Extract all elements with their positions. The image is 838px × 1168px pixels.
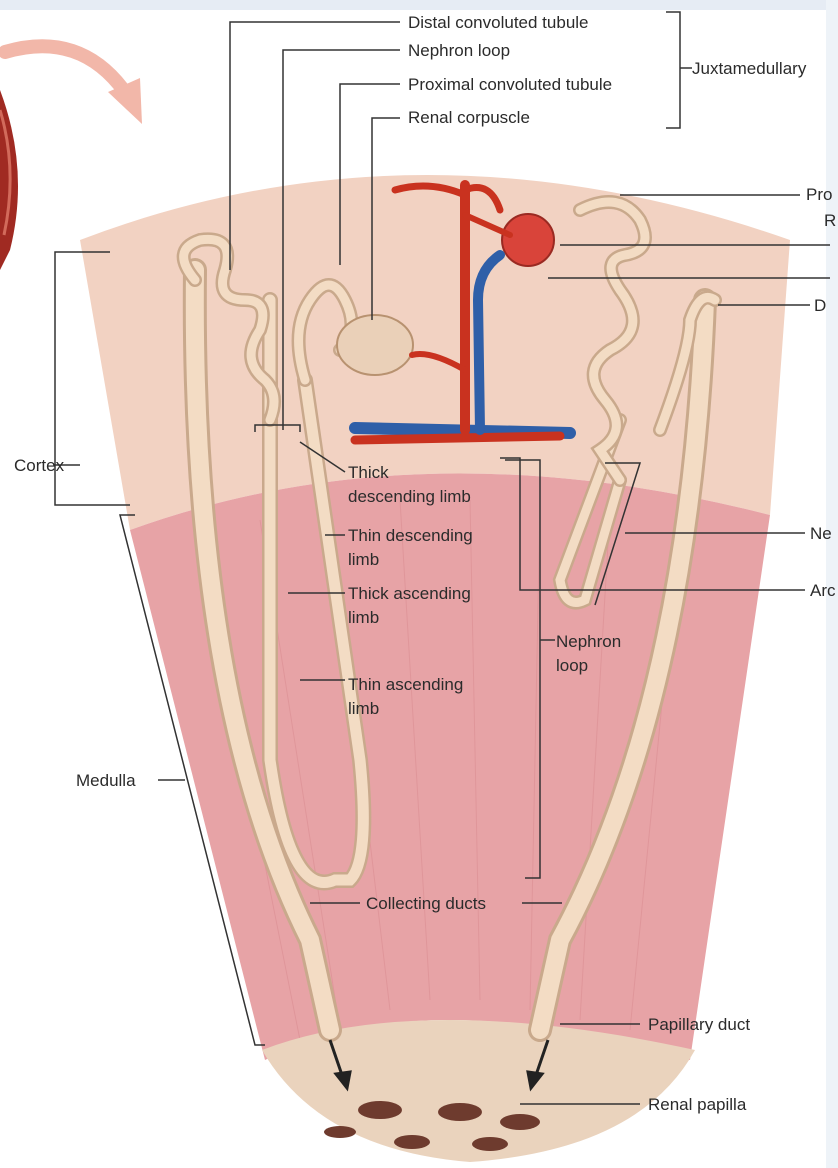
- label-thick-descending-limb-2: descending limb: [348, 487, 471, 506]
- label-distal-convoluted-tubule: Distal convoluted tubule: [408, 13, 589, 32]
- renal-corpuscle: [337, 315, 413, 375]
- label-thick-ascending-limb-1: Thick ascending: [348, 584, 471, 603]
- label-right-pro: Pro: [806, 185, 832, 204]
- label-renal-corpuscle: Renal corpuscle: [408, 108, 530, 127]
- label-right-d: D: [814, 296, 826, 315]
- label-thin-ascending-limb-1: Thin ascending: [348, 675, 463, 694]
- label-thick-ascending-limb-2: limb: [348, 608, 379, 627]
- label-nephron-loop-mid-1: Nephron: [556, 632, 621, 651]
- label-right-ne: Ne: [810, 524, 832, 543]
- label-papillary-duct: Papillary duct: [648, 1015, 750, 1034]
- curved-arrow-icon: [5, 46, 125, 92]
- label-cortex: Cortex: [14, 456, 65, 475]
- arcuate-artery: [355, 436, 560, 440]
- label-nephron-loop-top: Nephron loop: [408, 41, 510, 60]
- glomerulus: [502, 214, 554, 266]
- label-thin-descending-limb-1: Thin descending: [348, 526, 473, 545]
- label-juxtamedullary: Juxtamedullary: [692, 59, 807, 78]
- label-right-arc: Arc: [810, 581, 836, 600]
- top-strip: [0, 0, 838, 10]
- label-thick-descending-limb-1: Thick: [348, 463, 389, 482]
- label-thin-ascending-limb-2: limb: [348, 699, 379, 718]
- label-renal-papilla: Renal papilla: [648, 1095, 747, 1114]
- label-proximal-convoluted-tubule: Proximal convoluted tubule: [408, 75, 612, 94]
- label-thin-descending-limb-2: limb: [348, 550, 379, 569]
- label-right-r: R: [824, 211, 836, 230]
- label-collecting-ducts: Collecting ducts: [366, 894, 486, 913]
- label-nephron-loop-mid-2: loop: [556, 656, 588, 675]
- label-medulla: Medulla: [76, 771, 136, 790]
